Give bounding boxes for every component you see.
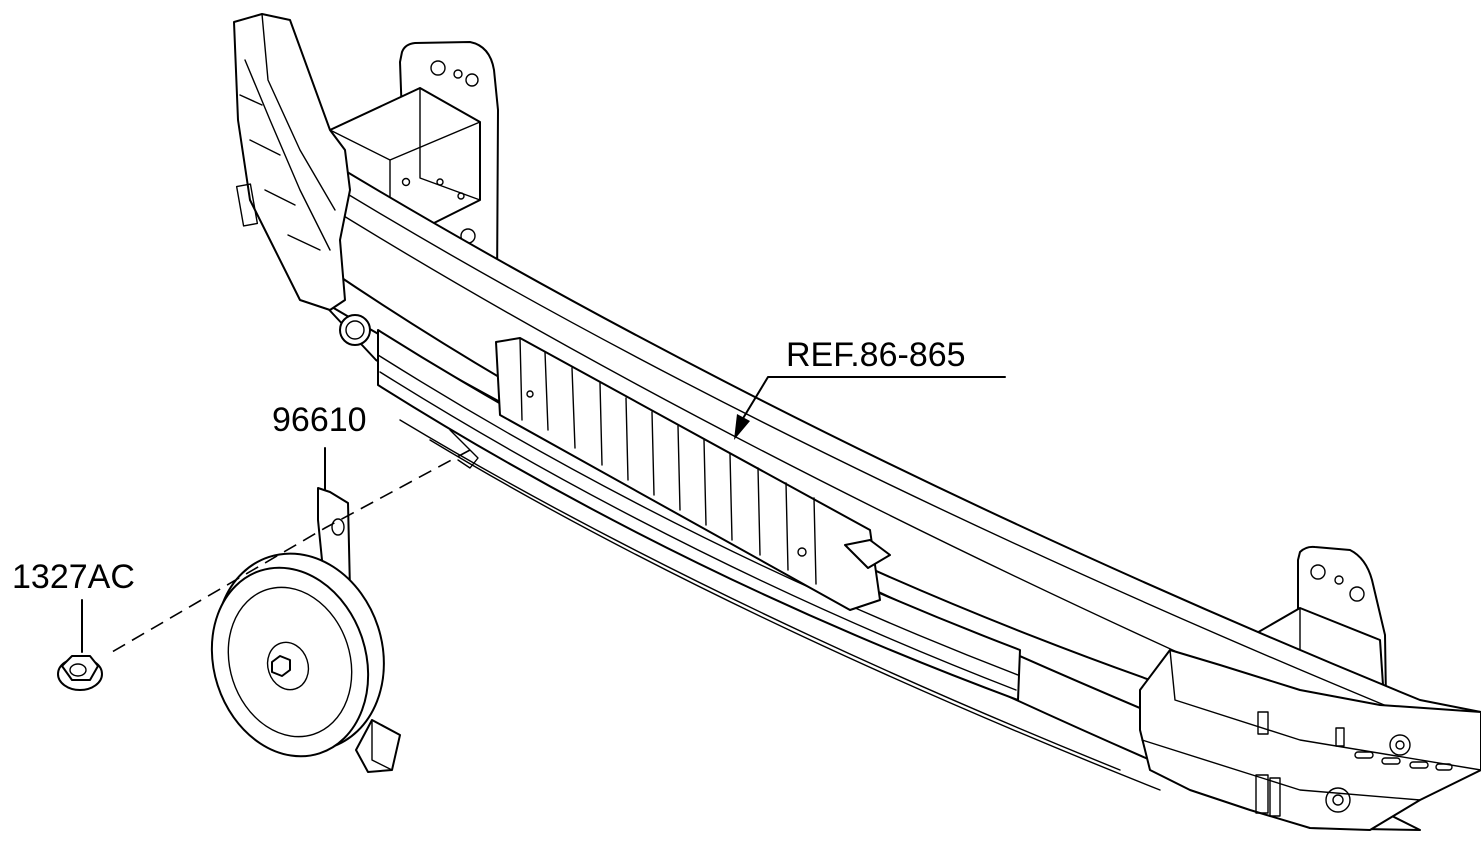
center-energy-absorber <box>495 337 891 611</box>
horn-assembly: 96610 <box>210 401 401 773</box>
right-crash-box <box>1139 649 1481 831</box>
nut-assembly: 1327AC <box>12 558 135 691</box>
flange-nut-icon <box>57 655 103 691</box>
bumper-beam-assembly <box>233 13 1481 831</box>
horn-connector <box>355 719 401 773</box>
assembly-line <box>111 449 471 653</box>
horn-part-label: 96610 <box>272 401 367 439</box>
horn-center-nut <box>271 655 291 677</box>
nut-part-label: 1327AC <box>12 558 135 596</box>
left-crash-box <box>233 13 371 346</box>
reference-label: REF.86-865 <box>786 336 966 374</box>
reference-callout: REF.86-865 <box>734 336 1006 440</box>
